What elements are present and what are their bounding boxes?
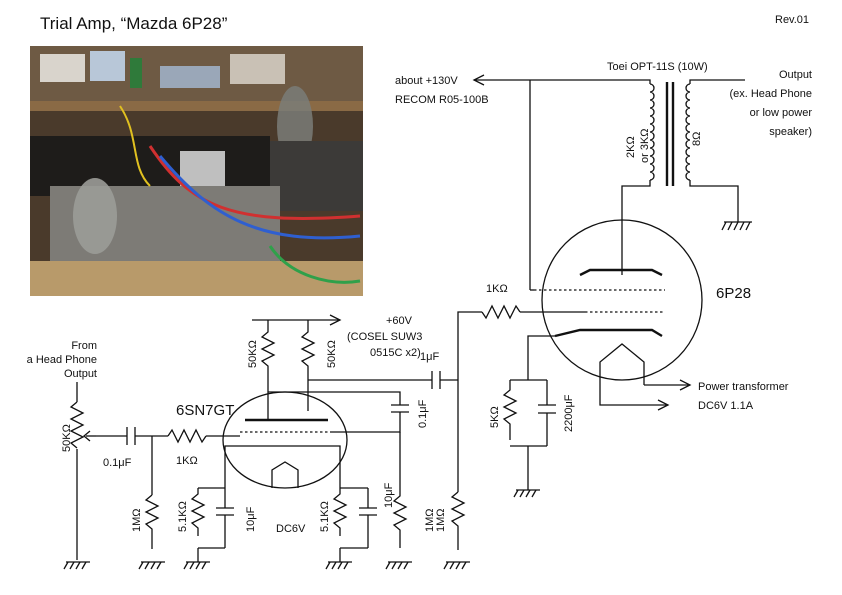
page-title: Trial Amp, “Mazda 6P28” (40, 14, 228, 33)
transformer-primary-label: 2KΩ (625, 136, 637, 158)
ground-symbol (513, 489, 540, 498)
volume-label: 50KΩ (61, 424, 73, 452)
output-label-2: (ex. Head Phone (729, 88, 812, 100)
input-label-1: From (71, 340, 97, 352)
output-label-1: Output (779, 69, 812, 81)
grid-stopper-label: 1KΩ (486, 283, 508, 295)
transformer-label: Toei OPT-11S (10W) (607, 61, 708, 73)
bypass-cap-label: 0.1μF (417, 399, 429, 428)
tube-6p28 (530, 219, 703, 396)
leak-resistor-3-label: 1MΩ (435, 508, 447, 532)
plate-load-2-label: 50KΩ (326, 340, 338, 368)
cathode-capacitor-label: 2200μF (563, 394, 575, 432)
input-leak-resistor-label: 1MΩ (131, 508, 143, 532)
supply-b-voltage: about +130V (395, 75, 458, 87)
cathode-resistor-label: 5KΩ (489, 406, 501, 428)
cathode-2-cap-label: 10μF (383, 482, 395, 508)
ground-symbol (721, 221, 752, 231)
supply-60-part-1: (COSEL SUW3 (347, 331, 422, 343)
heater-label-2: DC6V 1.1A (698, 400, 754, 412)
cathode-1-resistor-label: 5.1KΩ (177, 501, 189, 532)
ground-symbol (325, 548, 352, 570)
output-label-4: speaker) (769, 126, 812, 138)
coupling-cap-label: 1μF (420, 351, 439, 363)
transformer-secondary-label: 8Ω (691, 132, 703, 146)
ground-symbol (63, 561, 90, 570)
revision-label: Rev.01 (775, 14, 810, 26)
heater-label-1: Power transformer (698, 381, 789, 393)
ground-symbol (183, 548, 210, 570)
tube-6p28-label: 6P28 (716, 285, 751, 302)
cathode-1-cap-label: 10μF (245, 506, 257, 532)
ground-symbol (385, 561, 412, 570)
tube-6sn7gt-label: 6SN7GT (176, 402, 234, 419)
input-cap-label: 0.1μF (103, 457, 132, 469)
supply-b-part: RECOM R05-100B (395, 94, 489, 106)
driver-heater-label: DC6V (276, 523, 306, 535)
ground-symbol (138, 561, 165, 570)
input-grid-resistor-label: 1KΩ (176, 455, 198, 467)
output-transformer (530, 79, 745, 275)
prototype-photo (30, 46, 363, 296)
input-label-3: Output (64, 368, 97, 380)
output-label-3: or low power (750, 107, 813, 119)
supply-60-voltage: +60V (386, 315, 413, 327)
tube-6sn7gt (222, 391, 348, 489)
ground-symbol (443, 561, 470, 570)
plate-load-1-label: 50KΩ (247, 340, 259, 368)
input-label-2: a Head Phone (27, 354, 97, 366)
transformer-primary-alt-label: or 3KΩ (639, 128, 651, 163)
cathode-2-resistor-label: 5.1KΩ (319, 501, 331, 532)
leak-resistor-2-label: 1MΩ (424, 508, 436, 532)
supply-60-part-2: 0515C x2) (370, 347, 421, 359)
